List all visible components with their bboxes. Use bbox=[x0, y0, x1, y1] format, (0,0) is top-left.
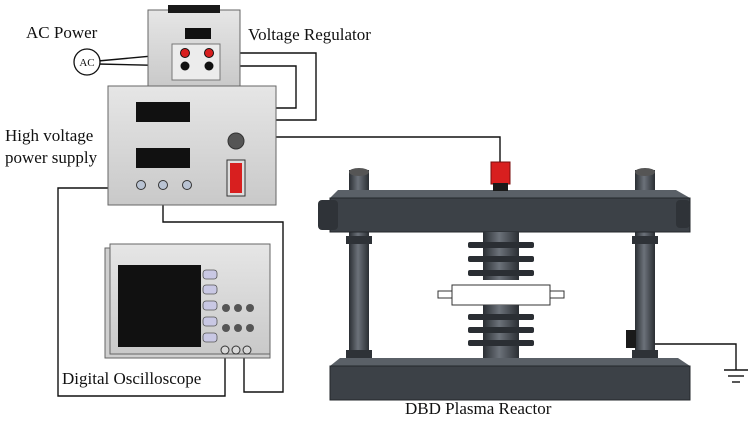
reactor-beam-cap-left bbox=[318, 200, 338, 230]
regulator-terminal-red bbox=[180, 48, 190, 58]
oscilloscope-ports bbox=[220, 345, 252, 355]
voltage-regulator bbox=[147, 5, 241, 88]
dbd-plasma-reactor bbox=[318, 161, 691, 401]
hv-port bbox=[182, 180, 192, 190]
reactor-label: DBD Plasma Reactor bbox=[405, 399, 552, 418]
voltage-regulator-label: Voltage Regulator bbox=[248, 25, 371, 44]
hv-supply-label-line2: power supply bbox=[5, 148, 98, 167]
wiring bbox=[57, 52, 737, 397]
reactor-lower-fins bbox=[468, 314, 534, 346]
regulator-terminal-red bbox=[204, 48, 214, 58]
reactor-upper-fins bbox=[468, 242, 534, 276]
hv-supply-label-line1: High voltage bbox=[5, 126, 93, 145]
oscilloscope-soft-buttons bbox=[202, 269, 218, 343]
digital-oscilloscope bbox=[104, 243, 271, 359]
hv-switch bbox=[230, 163, 242, 193]
reactor-top-beam bbox=[329, 197, 691, 233]
hv-knob bbox=[227, 132, 245, 150]
ac-source: AC bbox=[73, 48, 101, 76]
regulator-terminal-black bbox=[180, 61, 190, 71]
ac-power-label: AC Power bbox=[26, 23, 98, 42]
ground-icon bbox=[724, 369, 748, 383]
reactor-beam-cap-right bbox=[676, 200, 690, 228]
ac-symbol: AC bbox=[79, 57, 94, 69]
oscilloscope-label: Digital Oscilloscope bbox=[62, 369, 201, 388]
reactor-base bbox=[329, 365, 691, 401]
regulator-display bbox=[185, 28, 211, 39]
hv-port bbox=[136, 180, 146, 190]
regulator-terminal-black bbox=[204, 61, 214, 71]
hv-port bbox=[158, 180, 168, 190]
oscilloscope-knobs bbox=[222, 304, 254, 332]
reactor-hv-terminal bbox=[490, 161, 511, 185]
hv-display-top bbox=[136, 102, 190, 122]
hv-display-bottom bbox=[136, 148, 190, 168]
reactor-dielectric-plate bbox=[451, 284, 551, 306]
reactor-ground-clamp bbox=[626, 330, 636, 348]
oscilloscope-screen bbox=[118, 265, 201, 347]
hv-power-supply bbox=[107, 85, 277, 206]
